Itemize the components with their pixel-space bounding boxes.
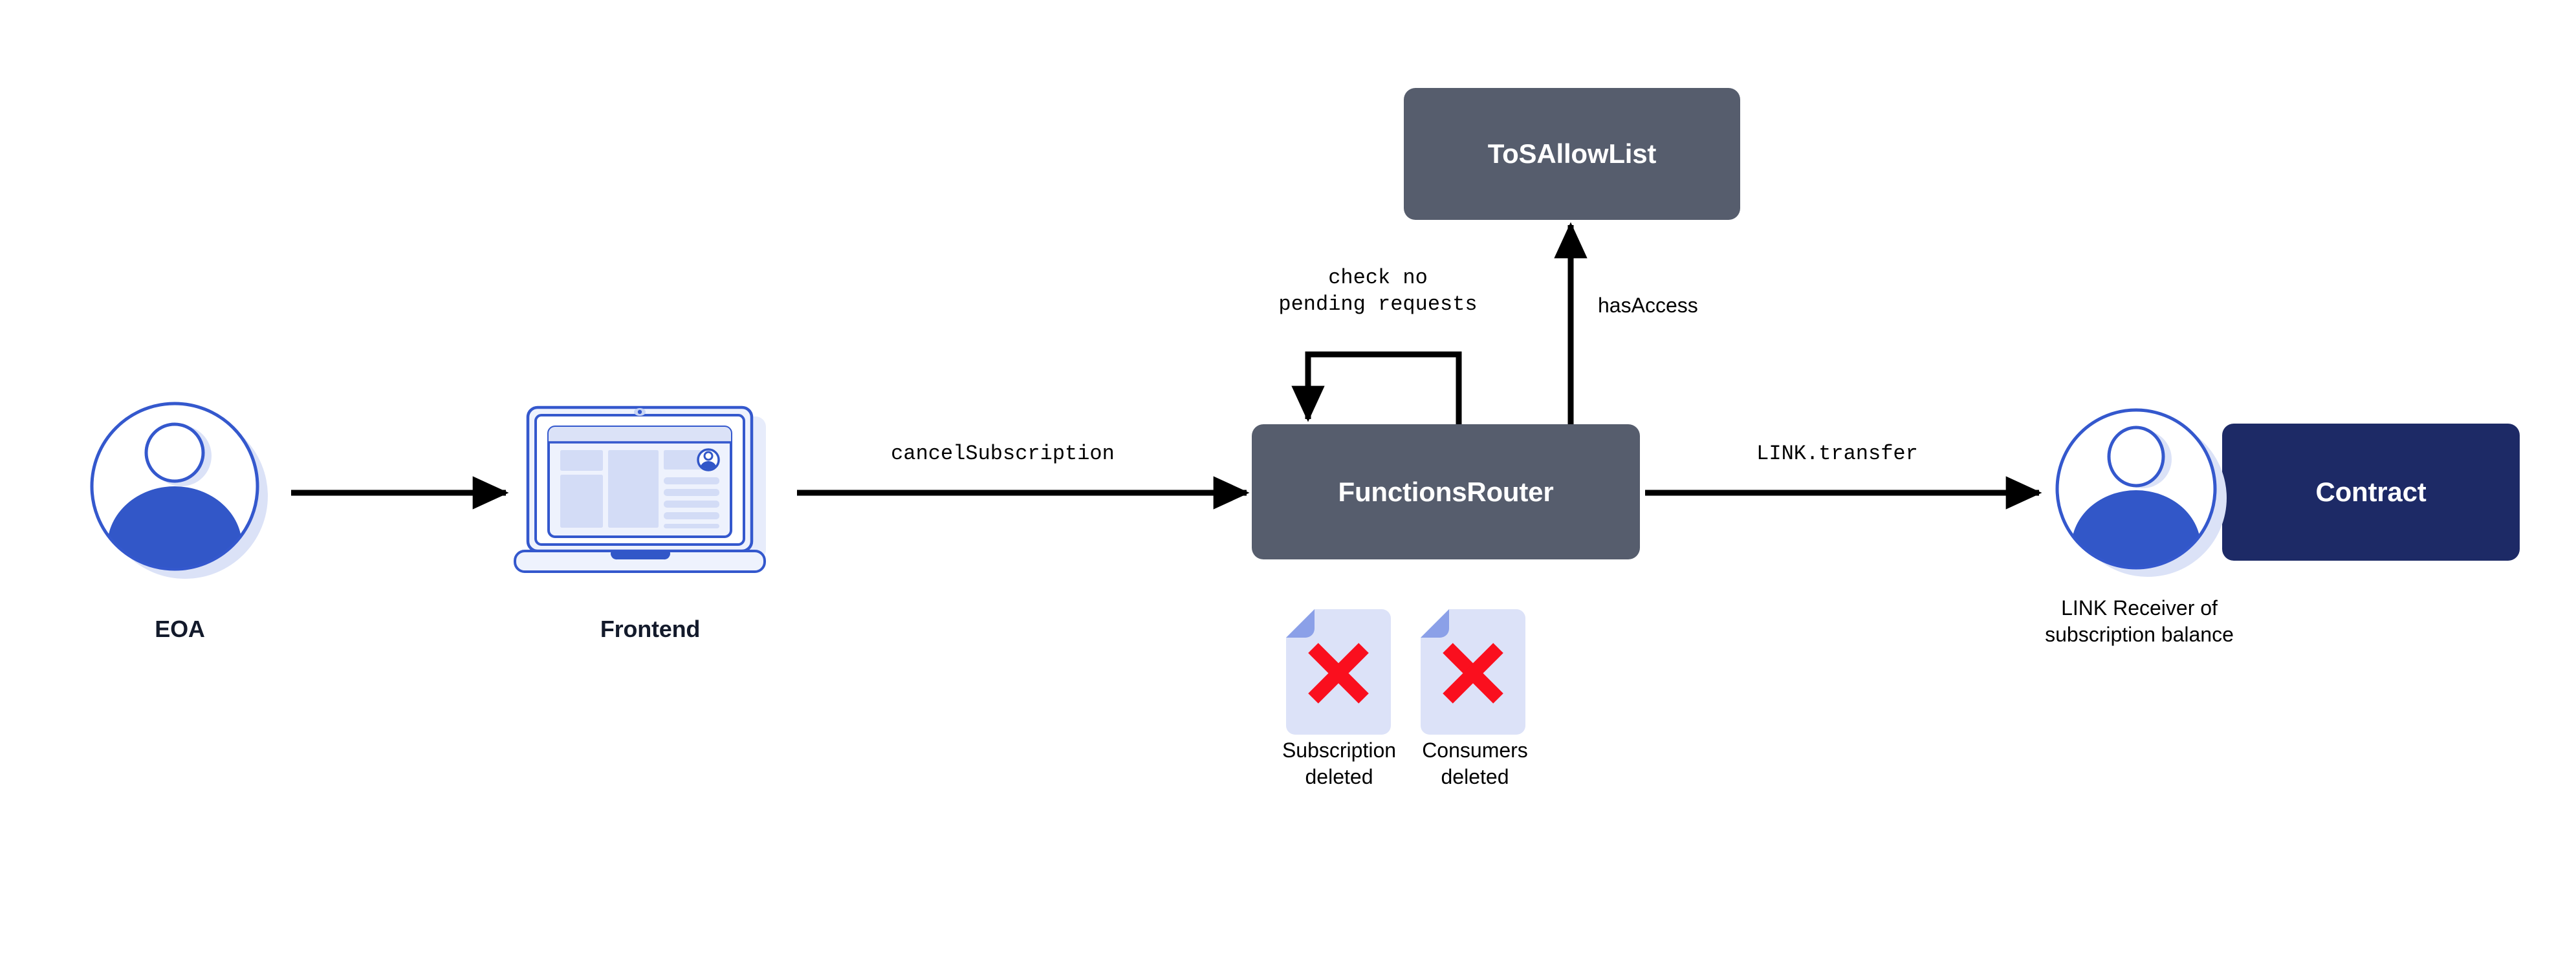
frontend-label: Frontend — [600, 616, 701, 642]
edge-label-check-no-pending-requests: check no pending requests — [1278, 266, 1478, 316]
link-receiver-caption: LINK Receiver of subscription balance — [2045, 596, 2234, 646]
edge-label-has-access: hasAccess — [1598, 294, 1698, 317]
functionsrouter-label: FunctionsRouter — [1338, 476, 1554, 507]
tosallowlist-label: ToSAllowList — [1487, 138, 1657, 169]
node-functionsrouter[interactable]: FunctionsRouter — [1252, 424, 1640, 559]
document-consumers-deleted-icon — [1418, 608, 1528, 737]
eoa-avatar-icon — [83, 396, 277, 590]
contract-label: Contract — [2315, 477, 2427, 507]
document-subscription-deleted-label: Subscription deleted — [1282, 739, 1397, 788]
node-contract[interactable]: Contract — [2222, 424, 2520, 561]
document-consumers-deleted-label: Consumers deleted — [1422, 739, 1528, 788]
eoa-label: EOA — [155, 616, 205, 642]
frontend-laptop-icon — [511, 401, 789, 589]
link-receiver-avatar-icon — [2046, 397, 2233, 591]
document-subscription-deleted-icon — [1283, 608, 1393, 737]
edge-functionsrouter-self-loop — [1291, 351, 1462, 424]
node-tosallowlist[interactable]: ToSAllowList — [1404, 88, 1740, 220]
edge-label-link-transfer: LINK.transfer — [1756, 442, 1918, 466]
edge-label-cancel-subscription: cancelSubscription — [891, 442, 1115, 466]
